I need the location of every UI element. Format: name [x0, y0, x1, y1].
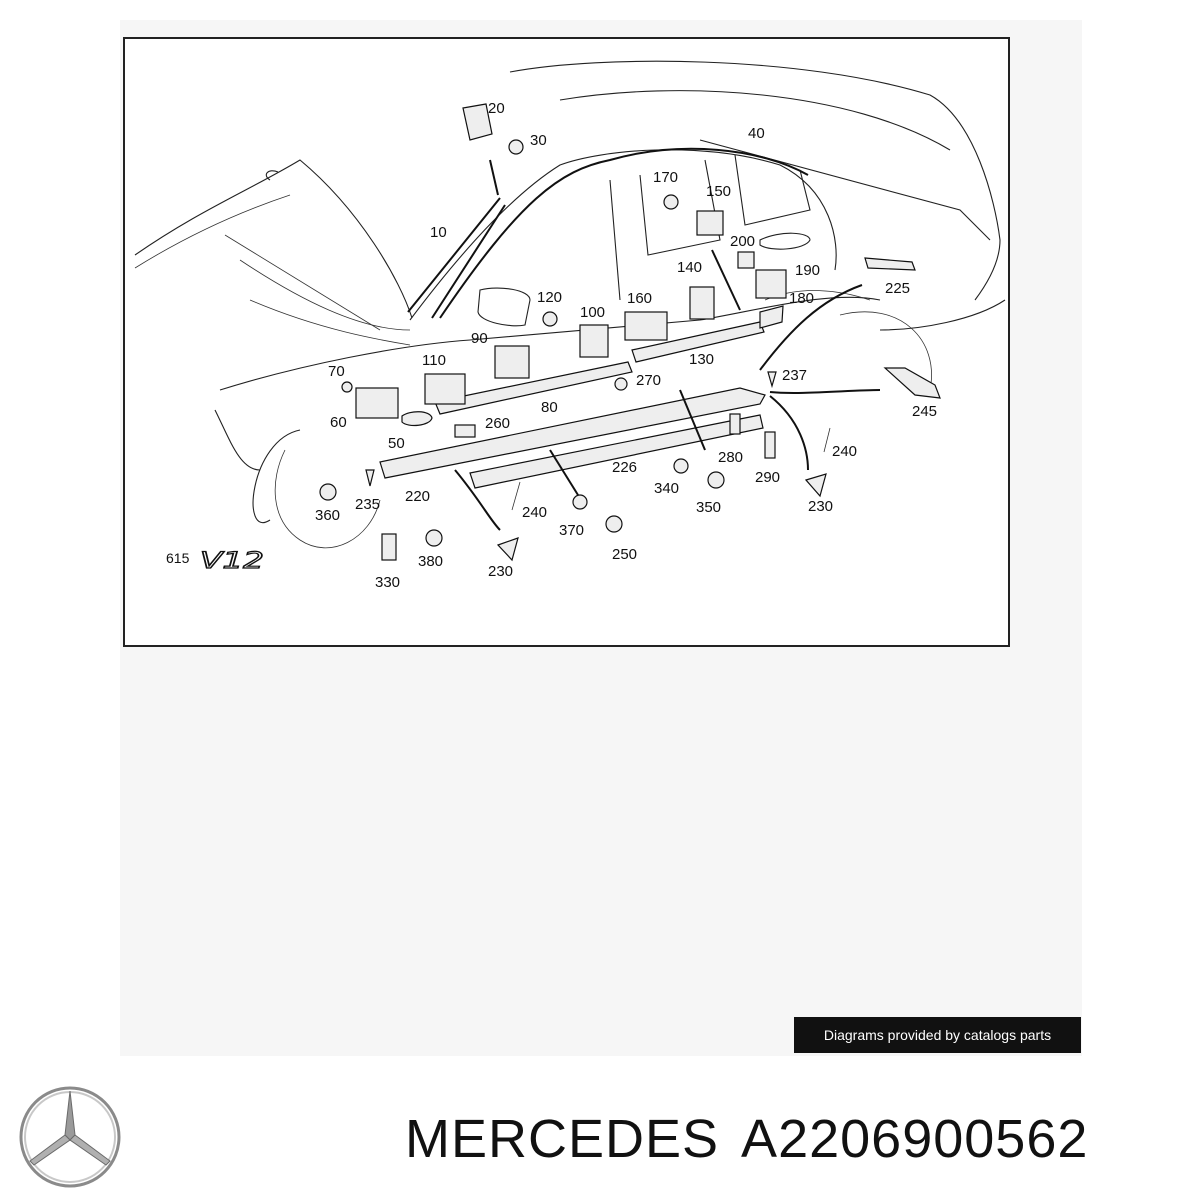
diagram-credit-banner: Diagrams provided by catalogs parts	[794, 1017, 1081, 1053]
part-label-230: 230	[488, 563, 513, 580]
fastener-parts	[319, 103, 831, 562]
part-label-290: 290	[755, 469, 780, 486]
part-label-150: 150	[706, 183, 731, 200]
car-body-outline	[134, 60, 1006, 549]
part-label-70: 70	[328, 363, 345, 380]
part-label-100: 100	[580, 304, 605, 321]
part-label-40: 40	[748, 125, 765, 142]
part-label-240: 240	[832, 443, 857, 460]
part-label-140: 140	[677, 259, 702, 276]
part-label-237: 237	[782, 367, 807, 384]
part-label-170: 170	[653, 169, 678, 186]
part-label-270: 270	[636, 372, 661, 389]
part-label-245: 245	[912, 403, 937, 420]
part-title: MERCEDES A2206900562	[405, 1108, 1110, 1169]
part-label-235: 235	[355, 496, 380, 513]
leader-lines	[454, 159, 881, 531]
model-code: 615	[166, 550, 190, 566]
part-label-50: 50	[388, 435, 405, 452]
part-label-30: 30	[530, 132, 547, 149]
part-label-60: 60	[330, 414, 347, 431]
rocker-moldings	[379, 257, 941, 489]
part-label-250: 250	[612, 546, 637, 563]
part-label-180: 180	[789, 290, 814, 307]
part-label-330: 330	[375, 574, 400, 591]
part-label-130: 130	[689, 351, 714, 368]
part-label-160: 160	[627, 290, 652, 307]
part-label-10: 10	[430, 224, 447, 241]
part-label-200: 200	[730, 233, 755, 250]
part-label-370: 370	[559, 522, 584, 539]
part-label-120: 120	[537, 289, 562, 306]
part-label-226: 226	[612, 459, 637, 476]
part-label-190: 190	[795, 262, 820, 279]
model-badge: 615 V12	[166, 548, 265, 574]
part-label-380: 380	[418, 553, 443, 570]
brand-name: MERCEDES	[405, 1109, 720, 1169]
model-badge-v12: V12	[200, 549, 264, 574]
part-label-90: 90	[471, 330, 488, 347]
part-label-340: 340	[654, 480, 679, 497]
part-label-110: 110	[422, 352, 446, 369]
part-label-20: 20	[488, 100, 505, 117]
part-label-360: 360	[315, 507, 340, 524]
part-label-280: 280	[718, 449, 743, 466]
mercedes-star-icon	[18, 1085, 122, 1189]
part-labels: 20 30 40 10 170 150 200 190 180 225 140 …	[315, 100, 937, 591]
part-label-230: 230	[808, 498, 833, 515]
part-label-225: 225	[885, 280, 910, 297]
part-label-220: 220	[405, 488, 430, 505]
part-number: A2206900562	[741, 1109, 1089, 1169]
part-label-240: 240	[522, 504, 547, 521]
part-label-350: 350	[696, 499, 721, 516]
part-label-80: 80	[541, 399, 558, 416]
diagram-frame	[123, 37, 1010, 647]
diagram-credit-text: Diagrams provided by catalogs parts	[823, 1027, 1052, 1043]
part-label-260: 260	[485, 415, 510, 432]
